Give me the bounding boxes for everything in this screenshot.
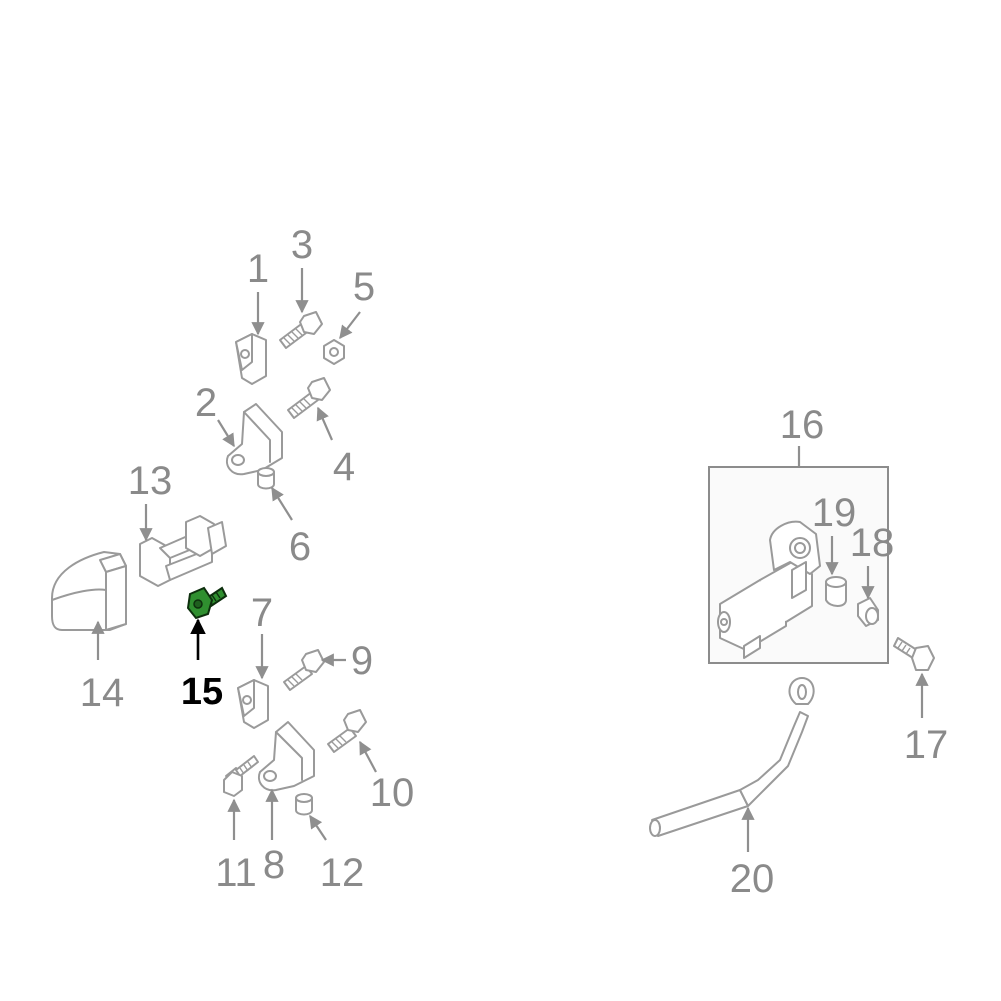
callout-5: 5 — [353, 265, 375, 309]
callout-20: 20 — [730, 857, 775, 901]
callout-9: 9 — [351, 639, 373, 683]
part-4-bolt — [287, 377, 331, 419]
callout-10: 10 — [370, 771, 415, 815]
part-1-bracket — [235, 333, 267, 385]
callout-16: 16 — [780, 403, 825, 447]
part-11-bolt — [223, 755, 259, 797]
callout-17: 17 — [904, 723, 949, 767]
part-6-bushing — [257, 467, 275, 490]
part-15-bolt-highlighted — [186, 586, 228, 620]
part-12-bushing — [295, 793, 313, 816]
callout-12: 12 — [320, 851, 365, 895]
callout-14: 14 — [80, 671, 125, 715]
callout-15: 15 — [181, 671, 223, 713]
part-7-bracket — [237, 679, 269, 729]
motor-unit — [717, 520, 821, 659]
callout-7: 7 — [251, 591, 273, 635]
part-10-bolt — [327, 709, 367, 753]
part-9-bolt — [283, 649, 325, 691]
part-3-bolt — [279, 311, 323, 349]
callout-2: 2 — [195, 381, 217, 425]
callout-1: 1 — [247, 247, 269, 291]
part-2-hinge-bracket — [226, 403, 283, 476]
callout-13: 13 — [128, 459, 173, 503]
part-16-motor-assembly — [708, 466, 889, 664]
part-17-bolt — [893, 637, 935, 671]
callout-6: 6 — [289, 525, 311, 569]
callout-numbers: 1 2 3 4 5 6 7 8 9 10 11 12 13 14 15 16 1… — [80, 223, 949, 901]
callout-8: 8 — [263, 843, 285, 887]
callout-18: 18 — [850, 521, 895, 565]
callout-11: 11 — [215, 851, 257, 895]
part-14-door-check-cover — [51, 551, 127, 631]
part-5-nut — [323, 339, 345, 365]
callout-19: 19 — [812, 491, 857, 535]
callout-3: 3 — [291, 223, 313, 267]
part-13-check-link — [139, 515, 227, 587]
part-19-bushing — [825, 576, 847, 607]
part-20-cable — [649, 677, 815, 837]
part-8-hinge-bracket — [258, 721, 315, 792]
leader-lines — [91, 268, 929, 852]
callout-4: 4 — [333, 445, 355, 489]
